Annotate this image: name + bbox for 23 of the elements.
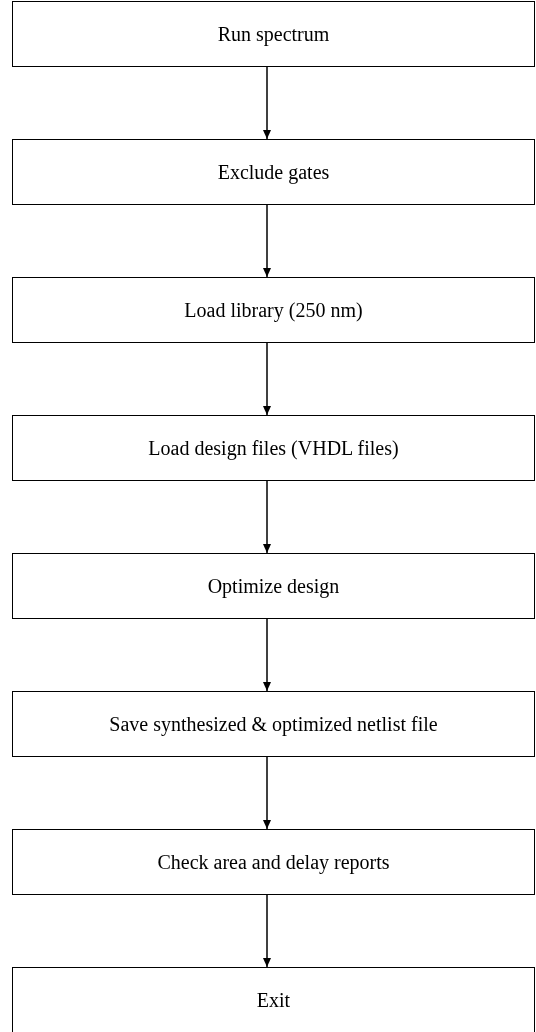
process-box	[12, 553, 535, 619]
arrow	[263, 480, 271, 554]
step-label: Check area and delay reports	[157, 850, 390, 874]
step-label: Load library (250 nm)	[184, 298, 363, 322]
arrow	[263, 342, 271, 416]
step-label: Run spectrum	[217, 22, 330, 46]
step-label: Load design files (VHDL files)	[148, 436, 399, 460]
process-box	[12, 139, 535, 205]
arrow	[263, 204, 271, 278]
step-label: Save synthesized & optimized netlist file	[109, 712, 438, 736]
arrow	[263, 756, 271, 830]
step-label: Optimize design	[207, 574, 340, 598]
step-label: Exit	[256, 988, 291, 1012]
process-box	[12, 1, 535, 67]
step-label: Exclude gates	[217, 160, 330, 184]
process-box	[12, 691, 535, 757]
process-box	[12, 829, 535, 895]
arrow	[263, 894, 271, 968]
process-box	[12, 415, 535, 481]
process-box	[12, 277, 535, 343]
arrow	[263, 618, 271, 692]
arrow	[263, 66, 271, 140]
process-box	[12, 967, 535, 1032]
